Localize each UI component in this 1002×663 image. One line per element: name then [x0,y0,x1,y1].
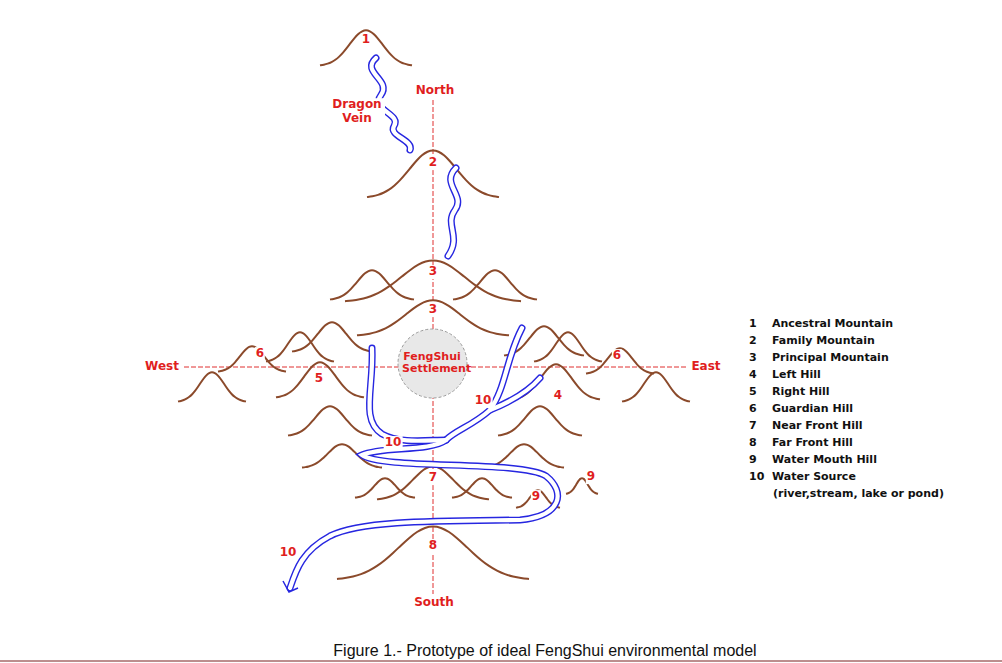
direction-label: South [413,596,455,610]
mountain-outline [337,526,529,579]
legend-entry: Left Hill [772,369,821,382]
legend-number: 6 [748,403,758,416]
legend-number: 2 [748,335,758,348]
dragon-vein-label: Dragon Vein [329,98,385,126]
callout-number: 6 [255,347,265,361]
mountain-outline [622,372,690,401]
legend-entry: Water Source [772,471,856,484]
river-bank [448,168,458,256]
callout-number: 2 [428,156,438,170]
legend-entry: Near Front Hill [772,420,863,433]
mountain-outline [320,30,412,65]
mountain-outline [276,362,364,397]
callout-number: 3 [428,303,438,317]
mountain-outline [292,322,372,351]
mountain-outline [498,406,582,435]
direction-label: North [415,84,455,98]
legend-number: 3 [748,352,758,365]
settlement-label: FengShui Settlement [402,351,462,375]
flow-arrowhead [283,581,298,592]
callout-number: 3 [428,265,438,279]
direction-label: West [144,360,180,374]
mountain-outline [288,406,372,435]
callout-number: 9 [586,470,596,484]
legend-note: (river,stream, lake or pond) [772,488,945,501]
figure-caption: Figure 1.- Prototype of ideal FengShui e… [333,642,756,660]
legend-entry: Far Front Hill [772,437,853,450]
mountain-outline [178,372,246,401]
legend-number: 7 [748,420,758,433]
mountain-outline [266,332,334,361]
legend-number: 1 [748,318,758,331]
mountain-outline [355,478,415,497]
callout-number: 10 [474,394,493,408]
river-channel [448,168,458,256]
legend-entry: Right Hill [772,386,830,399]
callout-number: 1 [361,33,371,47]
callout-number: 5 [314,372,324,386]
callout-number: 10 [279,546,298,560]
legend-entry: Guardian Hill [772,403,853,416]
callout-number: 7 [428,471,438,485]
callout-number: 10 [384,436,403,450]
legend-entry: Water Mouth Hill [772,454,877,467]
legend-entry: Family Mountain [772,335,875,348]
caption-rule [0,661,1002,662]
callout-number: 4 [553,389,563,403]
water-group [283,58,558,592]
legend-number: 9 [748,454,758,467]
compass-axes [184,100,688,594]
mountain-outline [367,150,499,197]
settlement-disc [398,329,467,398]
callout-number: 9 [531,490,541,504]
legend-entry: Principal Mountain [772,352,889,365]
river-channel [490,378,540,410]
callout-number: 8 [428,539,438,553]
river-bank [290,440,558,588]
callout-number: 6 [612,349,622,363]
mountain-outline [586,348,654,373]
mountain-outline [534,332,602,361]
legend-number: 4 [748,369,758,382]
river-channel [290,440,558,588]
mountain-outline [377,466,489,499]
legend-number: 5 [748,386,758,399]
legend-number: 8 [748,437,758,450]
mountain-outline [218,346,286,371]
legend-entry: Ancestral Mountain [772,318,893,331]
settlement-circle: FengShui Settlement [397,328,468,399]
legend-number: 10 [748,471,765,484]
mountain-group [178,30,690,579]
mountain-outline [345,260,521,301]
direction-label: East [690,360,721,374]
